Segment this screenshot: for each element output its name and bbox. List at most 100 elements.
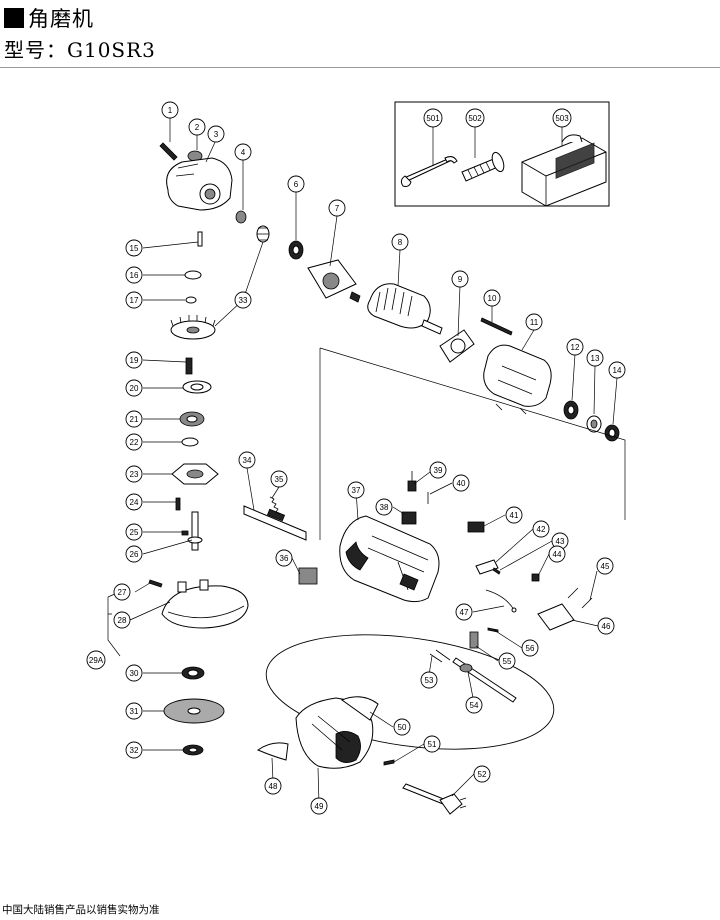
- housing-bracket: [319, 347, 626, 520]
- bearing-holder-7: [307, 259, 357, 299]
- callout-7: 7: [328, 199, 346, 217]
- callout-50: 50: [393, 718, 411, 736]
- callout-11: 11: [525, 313, 543, 331]
- callout-number: 12: [571, 343, 580, 352]
- callout-25: 25: [125, 523, 143, 541]
- callout-number: 25: [130, 528, 139, 537]
- callout-circle: [125, 291, 143, 309]
- washer-20: [182, 380, 212, 394]
- wheel-washer-30: [181, 666, 205, 680]
- callout-15: 15: [125, 239, 143, 257]
- tail-cover-49: [295, 697, 374, 769]
- callout-29a: 29A: [86, 650, 106, 670]
- callout-9: 9: [451, 270, 469, 288]
- callout-number: 17: [130, 296, 139, 305]
- washer-16: [184, 270, 202, 280]
- switch-lever-34: [243, 505, 307, 541]
- title-square-icon: [4, 8, 24, 28]
- callout-number: 46: [602, 622, 611, 631]
- screw-24: [175, 497, 181, 511]
- accessory-box-frame: [394, 101, 610, 207]
- callout-circle: [391, 233, 409, 251]
- callout-number: 35: [275, 475, 284, 484]
- callout-46: 46: [597, 617, 615, 635]
- callout-20: 20: [125, 379, 143, 397]
- callout-number: 9: [458, 275, 463, 284]
- bearing-21: [179, 411, 205, 427]
- callout-number: 13: [591, 354, 600, 363]
- callout-40: 40: [452, 474, 470, 492]
- callout-17: 17: [125, 291, 143, 309]
- callout-circle: [328, 199, 346, 217]
- callout-circle: [451, 270, 469, 288]
- callout-31: 31: [125, 702, 143, 720]
- callout-number: 48: [269, 782, 278, 791]
- callout-circle: [125, 266, 143, 284]
- packing-gland-23: [171, 463, 219, 485]
- callout-number: 19: [130, 356, 139, 365]
- callout-number: 37: [352, 486, 361, 495]
- callout-4: 4: [234, 143, 252, 161]
- callout-number: 55: [503, 657, 512, 666]
- callout-49: 49: [310, 797, 328, 815]
- page-title: 角磨机: [28, 7, 94, 31]
- callout-number: 54: [470, 701, 479, 710]
- callout-27: 27: [113, 583, 131, 601]
- callout-number: 4: [241, 148, 246, 157]
- callout-number: 29A: [89, 656, 104, 665]
- side-handle-part: [461, 151, 505, 182]
- switch-42: [475, 559, 499, 575]
- callout-14: 14: [608, 361, 626, 379]
- callout-circle: [125, 702, 143, 720]
- callout-number: 14: [613, 366, 622, 375]
- cord-clip-55: [469, 631, 479, 649]
- screw-1: [159, 142, 178, 161]
- callout-22: 22: [125, 433, 143, 451]
- callout-circle: [287, 175, 305, 193]
- cord-loop: [265, 634, 555, 750]
- callout-circle: [125, 351, 143, 369]
- spring-35: [269, 496, 281, 515]
- callout-circle: [483, 289, 501, 307]
- leader-lines: [129, 118, 618, 805]
- wrench-part: [400, 156, 458, 187]
- callout-47: 47: [455, 603, 473, 621]
- callout-circle: [86, 650, 106, 670]
- wheel-nut-32: [182, 744, 204, 756]
- housing-37: [339, 515, 440, 603]
- callout-circle: [125, 465, 143, 483]
- callout-circle: [465, 108, 485, 128]
- callout-circle: [429, 461, 447, 479]
- ring-17: [185, 296, 197, 304]
- callout-circle: [238, 451, 256, 469]
- callout-number: 53: [425, 676, 434, 685]
- callout-number: 42: [537, 525, 546, 534]
- callout-number: 8: [398, 238, 403, 247]
- callout-number: 34: [243, 456, 252, 465]
- switch-36: [298, 567, 318, 585]
- callout-number: 31: [130, 707, 139, 716]
- callout-number: 50: [398, 723, 407, 732]
- screw-27: [148, 579, 163, 588]
- callout-13: 13: [586, 349, 604, 367]
- callout-34: 34: [238, 451, 256, 469]
- callout-circle: [423, 108, 443, 128]
- callout-number: 502: [468, 114, 482, 123]
- callout-circle: [113, 583, 131, 601]
- callout-number: 39: [434, 466, 443, 475]
- callout-circle: [452, 474, 470, 492]
- callout-number: 52: [478, 770, 487, 779]
- callout-23: 23: [125, 465, 143, 483]
- callout-number: 41: [510, 511, 519, 520]
- callout-circle: [505, 506, 523, 524]
- callout-35: 35: [270, 470, 288, 488]
- callout-circle: [125, 433, 143, 451]
- callout-circle: [125, 493, 143, 511]
- callout-circle: [525, 313, 543, 331]
- callout-circle: [347, 481, 365, 499]
- callout-circle: [125, 523, 143, 541]
- callout-circle: [552, 108, 572, 128]
- bearing-6: [288, 240, 304, 260]
- callout-circle: [597, 617, 615, 635]
- noise-suppressor-41: [467, 521, 485, 533]
